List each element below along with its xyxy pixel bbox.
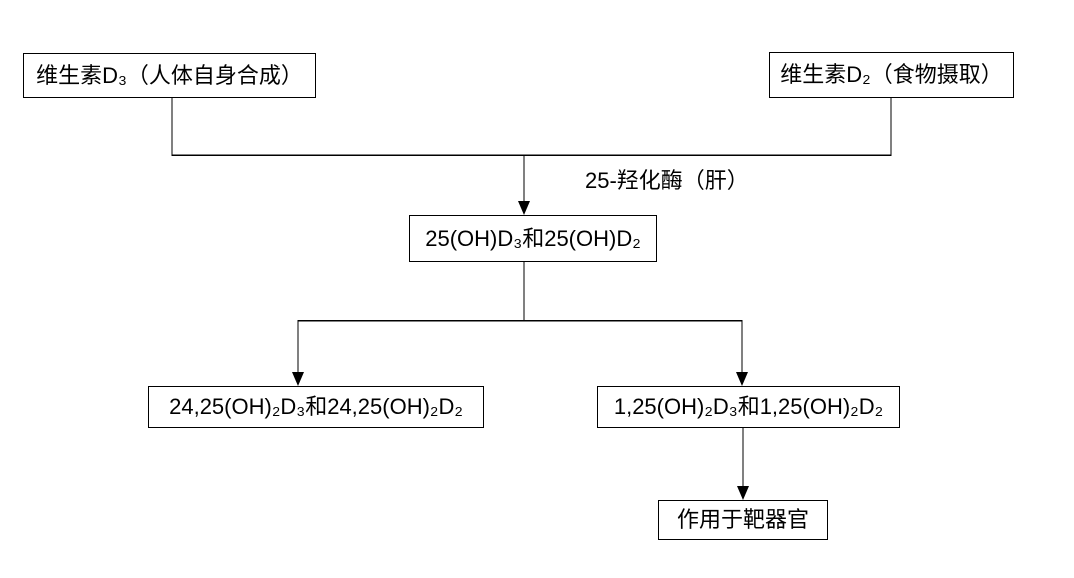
node-target-organ-label: 作用于靶器官 (676, 507, 809, 532)
arrowhead-down-icon (737, 486, 749, 500)
node-25-oh-d: 25(OH)D₃和25(OH)D₂ (409, 215, 657, 262)
node-24-25-oh2-d: 24,25(OH)₂D₃和24,25(OH)₂D₂ (148, 386, 484, 428)
edge-label-enzyme-liver-text: 25-羟化酶（肝） (585, 168, 749, 193)
node-vitamin-d3-label: 维生素D₃（人体自身合成） (36, 62, 303, 88)
node-1-25-oh2-d-label: 1,25(OH)₂D₃和1,25(OH)₂D₂ (613, 394, 884, 419)
arrowhead-down-icon (736, 372, 748, 386)
node-vitamin-d3: 维生素D₃（人体自身合成） (23, 53, 316, 98)
node-25-oh-d-label: 25(OH)D₃和25(OH)D₂ (425, 225, 641, 251)
node-vitamin-d2-label: 维生素D₂（食物摄取） (780, 62, 1003, 87)
connector-split (292, 262, 748, 386)
node-24-25-oh2-d-label: 24,25(OH)₂D₃和24,25(OH)₂D₂ (169, 394, 463, 419)
node-1-25-oh2-d: 1,25(OH)₂D₃和1,25(OH)₂D₂ (597, 386, 900, 428)
edge-label-enzyme-liver: 25-羟化酶（肝） (585, 168, 749, 194)
connector-target (737, 428, 749, 500)
connector-merge (171, 98, 892, 215)
arrowhead-down-icon (292, 372, 304, 386)
node-vitamin-d2: 维生素D₂（食物摄取） (769, 52, 1014, 98)
arrowhead-down-icon (518, 201, 530, 215)
node-target-organ: 作用于靶器官 (658, 500, 828, 540)
